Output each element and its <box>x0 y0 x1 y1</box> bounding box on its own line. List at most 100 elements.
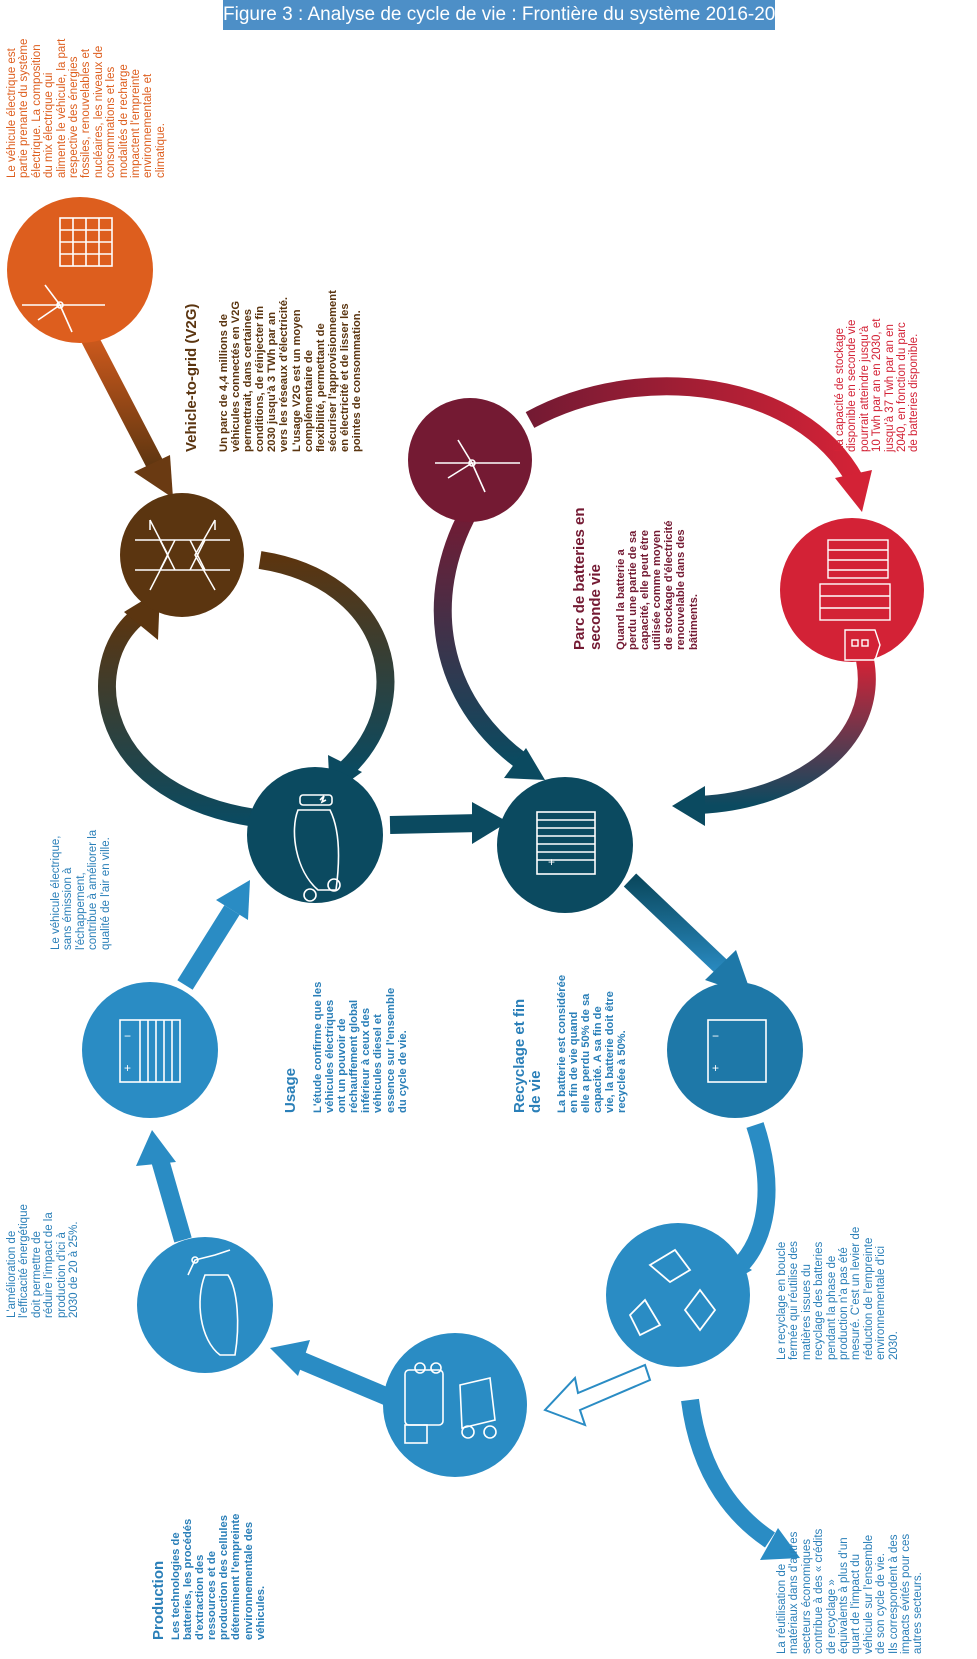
buildings-icon <box>819 539 891 661</box>
arrow-mining-to-production <box>270 1340 399 1409</box>
arrow-usage-to-battery <box>389 802 508 844</box>
text-line: essence sur l'ensemble <box>384 987 397 1113</box>
text-line: d'extraction des <box>194 1554 207 1640</box>
text-line: ressources et de <box>206 1551 219 1640</box>
text-line: contribue à des « crédits <box>813 1528 826 1654</box>
text-line: utilisée comme moyen <box>651 530 664 650</box>
electric-pylon-icon <box>135 519 230 591</box>
text-line: flexibilité, permettant de <box>314 323 327 452</box>
battery-icon: − + <box>707 1019 767 1083</box>
svg-text:+: + <box>548 855 555 869</box>
arrow-pylon-to-usage <box>258 551 395 795</box>
text-line: nucléaires, les niveaux de <box>92 45 105 178</box>
text-line: capacité. A sa fin de <box>592 1006 605 1113</box>
text-line: respective des énergies <box>68 56 81 178</box>
text-line: quart de l'impact du <box>850 1553 863 1654</box>
text-line: production n'a pas été <box>838 1247 851 1360</box>
text-line: en fin de vie quand <box>568 1011 581 1113</box>
grid-storage-node <box>408 398 532 522</box>
arrow-buildings-to-battery <box>672 658 876 826</box>
text-line: partie prenante du système <box>18 38 31 178</box>
electric-car-charging-icon <box>293 794 341 902</box>
text-line: réchauffement global <box>348 999 361 1113</box>
text-line: qualité de l'air en ville. <box>99 837 112 950</box>
text-line: Ils correspondent à des <box>887 1534 900 1654</box>
recycling-node <box>606 1223 750 1367</box>
text-line: sécuriser l'approvisionnement <box>326 290 339 452</box>
text-line: secteurs économiques <box>800 1538 813 1654</box>
svg-text:+: + <box>124 1061 131 1075</box>
text-line: Parc de batteries en <box>571 507 588 650</box>
text-line: 2030. <box>887 1331 900 1360</box>
text-line: batteries, les procédés <box>182 1518 195 1640</box>
recycling-icon <box>628 1248 717 1337</box>
text-line: environnementale et <box>142 73 155 178</box>
text-line: pendant la phase de <box>825 1255 838 1360</box>
text-line: climatique. <box>154 123 167 178</box>
text-line: production d'ici à <box>55 1232 68 1318</box>
text-line: Les technologies de <box>170 1532 182 1640</box>
text-line: 2030 de 20 à 25%. <box>68 1221 81 1318</box>
text-line: véhicules. <box>254 1585 267 1640</box>
text-line: pointes de consommation. <box>351 310 364 452</box>
text-line: elle a perdu 50% de sa <box>580 993 593 1113</box>
text-line: véhicules connectés en V2G <box>230 300 243 452</box>
text-line: l'efficacité énergétique <box>18 1204 31 1318</box>
text-line: consommations et les <box>105 66 118 178</box>
text-line: de batteries disponible. <box>908 333 921 452</box>
usage-node <box>247 767 383 903</box>
text-line: L'amélioration de <box>6 1230 18 1318</box>
text-line: sans émission à <box>62 867 75 950</box>
text-line: perdu une partie de sa <box>627 530 640 650</box>
text-line: véhicules électriques <box>324 999 337 1113</box>
battery-hub-node: − + <box>497 777 633 913</box>
text-line: La capacité de stockage <box>834 327 846 452</box>
text-line: complémentaire de <box>302 350 315 452</box>
text-line: fossiles, renouvelables et <box>80 48 93 178</box>
text-line: impacts évités pour ces <box>900 1533 913 1654</box>
text-line: jusqu'à 37 Twh par an en <box>883 324 896 452</box>
text-line: ont un pouvoir de <box>336 1018 349 1113</box>
text-line: Le véhicule électrique est <box>6 48 18 178</box>
text-line: alimente le véhicule, la part <box>55 38 68 178</box>
text-line: de son cycle de vie. <box>875 1552 888 1654</box>
arrow-storage-to-battery <box>433 505 545 780</box>
arrow-renewables-to-pylon <box>72 315 173 498</box>
text-line: vie, la batterie doit être <box>604 991 617 1113</box>
text-line: déterminent l'empreinte <box>230 1513 243 1640</box>
arrow-production-to-battery <box>136 1130 192 1243</box>
buildings-node <box>780 518 924 662</box>
text-line: de recyclage » <box>825 1579 838 1654</box>
car-factory-robot-icon <box>187 1249 239 1356</box>
heading-usage: Usage <box>282 1067 299 1113</box>
arrow-recycling-to-mining-outline <box>543 1363 652 1427</box>
text-line: conditions, de réinjecter fin <box>254 305 267 452</box>
text-line: bâtiments. <box>687 594 700 650</box>
text-line: réduire l'impact de la <box>43 1212 56 1318</box>
text-line: La réutilisation de <box>776 1563 788 1654</box>
figure-title: Figure 3 : Analyse de cycle de vie : Fro… <box>223 0 796 30</box>
text-line: 2030 jusqu'à 3 TWh par an <box>266 311 279 452</box>
text-line: capacité, elle peut être <box>639 529 652 650</box>
text-line: de vie <box>527 1070 545 1113</box>
svg-text:−: − <box>712 1029 719 1043</box>
text-line: modalités de recharge <box>117 64 130 178</box>
text-line: autres secteurs. <box>912 1572 925 1654</box>
text-line: Le recyclage en boucle <box>776 1241 788 1360</box>
text-line: matériaux dans d'autres <box>788 1531 801 1654</box>
text-line: Recyclage et fin <box>511 998 528 1113</box>
text-line: électrique. La composition <box>30 44 43 178</box>
text-line: équivalents à plus d'un <box>838 1537 851 1654</box>
text-line: réduction de l'empreinte <box>862 1237 875 1360</box>
production-node <box>137 1237 273 1373</box>
